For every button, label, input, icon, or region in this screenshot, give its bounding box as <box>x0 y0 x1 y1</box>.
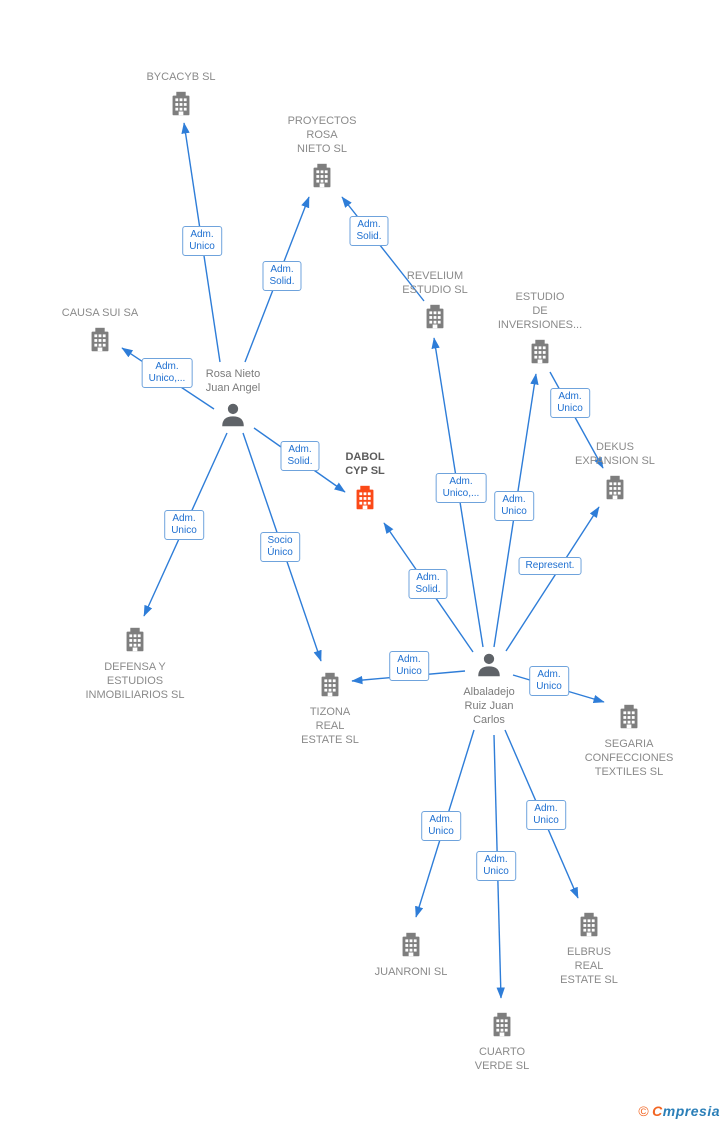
company-icon-estudio-de-inversiones[interactable] <box>525 337 555 367</box>
relationship-label-albaladejo-ruiz-juan-carlos-to-tizona-real-estate: Adm.Unico <box>389 651 429 681</box>
relationship-label-rosa-nieto-juan-angel-to-causa-sui: Adm.Unico,... <box>141 358 193 388</box>
relationship-label-albaladejo-ruiz-juan-carlos-to-cuarto-verde: Adm.Unico <box>476 851 516 881</box>
company-icon-cuarto-verde[interactable] <box>487 1010 517 1040</box>
company-icon-segaria-confecciones[interactable] <box>614 702 644 732</box>
relationship-label-albaladejo-ruiz-juan-carlos-to-dabol-cyp: Adm.Solid. <box>408 569 448 599</box>
person-icon-rosa-nieto-juan-angel[interactable] <box>218 400 248 430</box>
company-icon-bycacyb[interactable] <box>166 89 196 119</box>
company-icon-tizona-real-estate[interactable] <box>315 670 345 700</box>
relationship-label-albaladejo-ruiz-juan-carlos-to-elbrus-real-estate: Adm.Unico <box>526 800 566 830</box>
company-icon-defensa-y-estudios[interactable] <box>120 625 150 655</box>
company-icon-elbrus-real-estate[interactable] <box>574 910 604 940</box>
brand-watermark-link[interactable]: ©Cmpresia <box>638 1103 720 1119</box>
relationship-label-rosa-nieto-juan-angel-to-defensa-y-estudios: Adm.Unico <box>164 510 204 540</box>
relationship-label-rosa-nieto-juan-angel-to-proyectos-rosa-nieto: Adm.Solid. <box>262 261 302 291</box>
brand-name-text: mpresia <box>662 1103 720 1119</box>
relationship-label-albaladejo-ruiz-juan-carlos-to-segaria-confecciones: Adm.Unico <box>529 666 569 696</box>
relationship-label-albaladejo-ruiz-juan-carlos-to-juanroni: Adm.Unico <box>421 811 461 841</box>
company-icon-revelium-estudio[interactable] <box>420 302 450 332</box>
company-icon-juanroni[interactable] <box>396 930 426 960</box>
relationship-label-estudio-de-inversiones-to-dekus-expansion: Adm.Unico <box>550 388 590 418</box>
relationship-label-rosa-nieto-juan-angel-to-dabol-cyp: Adm.Solid. <box>280 441 320 471</box>
company-icon-causa-sui[interactable] <box>85 325 115 355</box>
relationship-label-revelium-estudio-to-proyectos-rosa-nieto: Adm.Solid. <box>349 216 389 246</box>
brand-logo-letter: C <box>652 1103 663 1119</box>
relationship-label-rosa-nieto-juan-angel-to-bycacyb: Adm.Unico <box>182 226 222 256</box>
company-icon-dekus-expansion[interactable] <box>600 473 630 503</box>
relationship-label-albaladejo-ruiz-juan-carlos-to-dekus-expansion: Represent. <box>518 557 582 575</box>
node-label-bycacyb: BYCACYB SL <box>146 71 216 83</box>
company-icon-proyectos-rosa-nieto[interactable] <box>307 161 337 191</box>
highlighted-company-icon-dabol-cyp[interactable] <box>350 483 380 513</box>
relationship-label-albaladejo-ruiz-juan-carlos-to-revelium-estudio: Adm.Unico,... <box>435 473 487 503</box>
node-label-causa-sui: CAUSA SUI SA <box>61 307 139 319</box>
edge-revelium-estudio-to-proyectos-rosa-nieto <box>341 196 425 302</box>
node-label-juanroni: JUANRONI SL <box>374 966 448 978</box>
copyright-symbol: © <box>638 1103 650 1119</box>
person-icon-albaladejo-ruiz-juan-carlos[interactable] <box>474 650 504 680</box>
edge-albaladejo-ruiz-juan-carlos-to-dekus-expansion <box>505 506 600 652</box>
relationship-label-albaladejo-ruiz-juan-carlos-to-estudio-de-inversiones: Adm.Unico <box>494 491 534 521</box>
